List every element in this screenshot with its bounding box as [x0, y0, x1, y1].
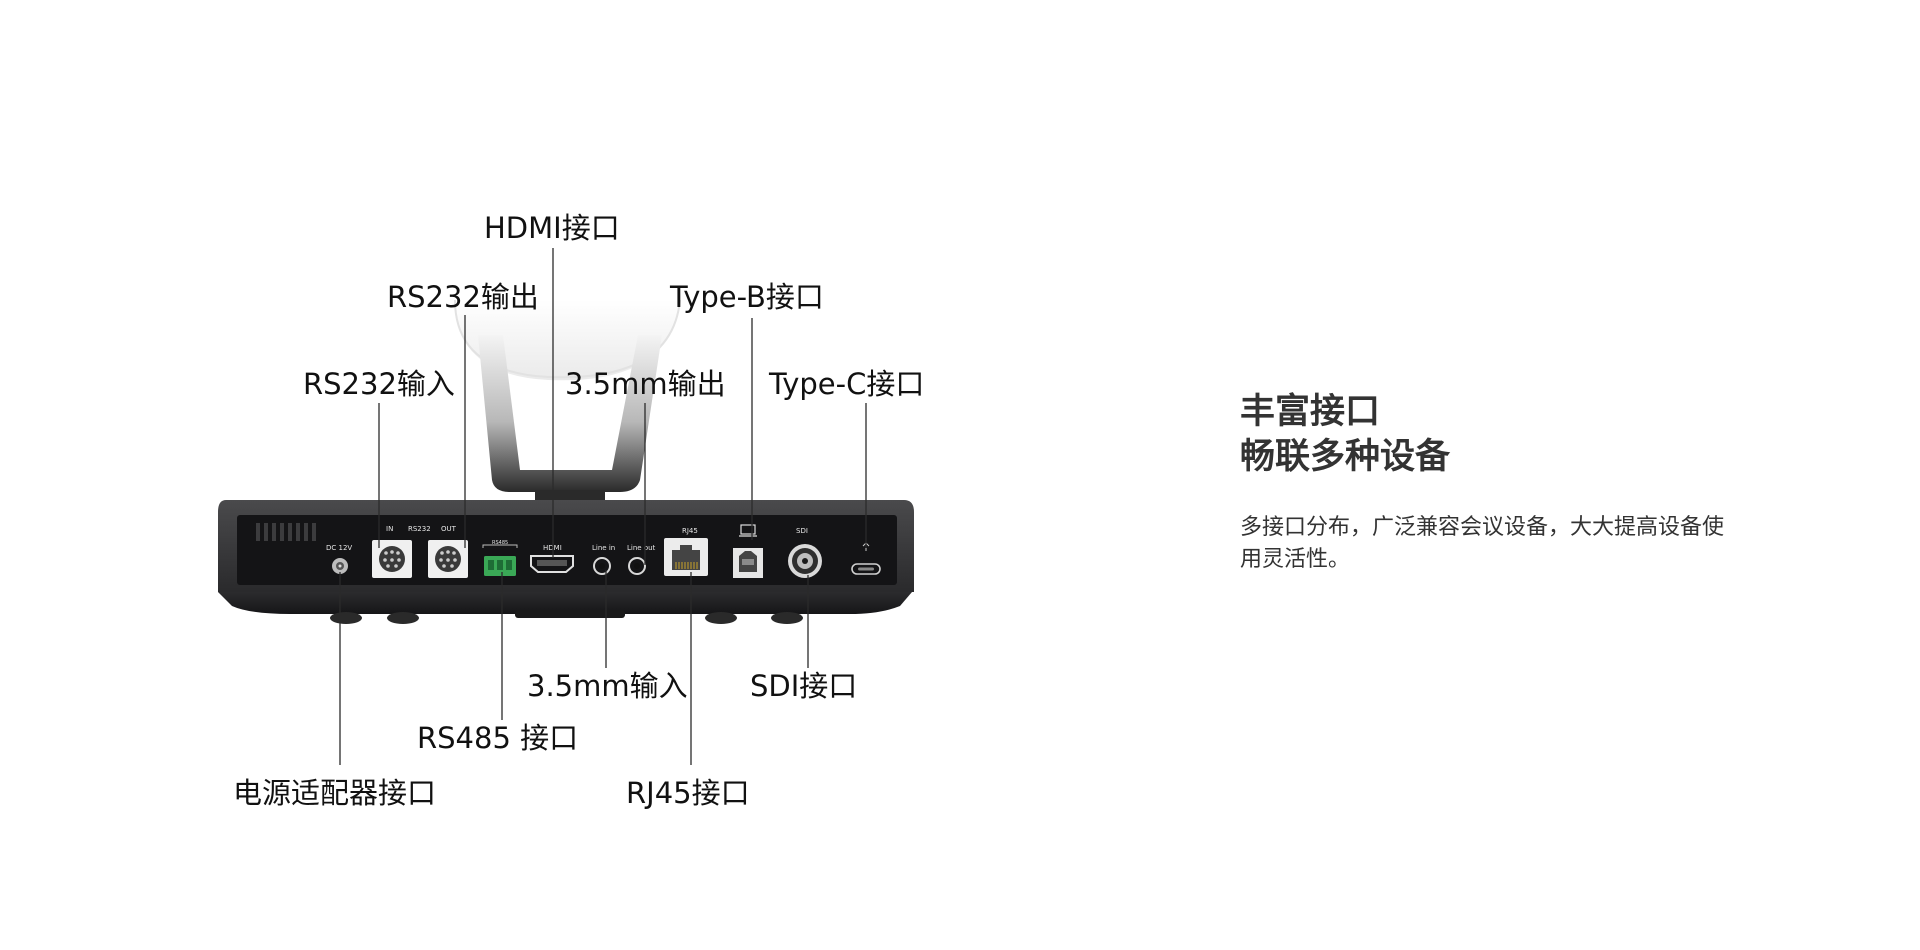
type-c-callout: Type-C接口	[769, 367, 925, 401]
dc-port-label: DC 12V	[326, 544, 352, 552]
dc-power-port	[332, 558, 348, 574]
feature-headline: 丰富接口 畅联多种设备	[1240, 390, 1450, 480]
sdi-port	[788, 544, 822, 578]
headline-line-2: 畅联多种设备	[1240, 437, 1451, 477]
audio-line-out-port	[628, 557, 646, 575]
sdi-label: SDI	[796, 527, 808, 535]
rs232-in-callout: RS232输入	[303, 367, 455, 401]
rs485-callout: RS485 接口	[417, 721, 579, 755]
rs485-label: RS485	[492, 540, 508, 546]
audio-in-callout: 3.5mm输入	[527, 669, 688, 703]
vent-slots	[256, 523, 316, 541]
rs232-in-label: IN	[386, 525, 393, 533]
rs232-in-port	[372, 540, 412, 578]
rs485-terminal	[482, 544, 518, 576]
type-b-callout: Type-B接口	[670, 280, 824, 314]
rs232-label: RS232	[408, 525, 431, 533]
rs232-out-label: OUT	[441, 525, 457, 533]
camera-yoke-arm	[478, 335, 662, 500]
audio-out-callout: 3.5mm输出	[565, 367, 726, 401]
line-in-label: Line in	[592, 544, 615, 552]
rj45-label: RJ45	[682, 527, 698, 535]
sdi-callout: SDI接口	[750, 669, 858, 703]
audio-line-in-port	[593, 557, 611, 575]
hdmi-port	[530, 555, 574, 573]
feature-description: 多接口分布，广泛兼容会议设备，大大提高设备使用灵活性。	[1240, 515, 1725, 572]
type-b-port	[733, 524, 763, 578]
rs232-out-callout: RS232输出	[387, 280, 539, 314]
hdmi-callout: HDMI接口	[484, 211, 620, 245]
power-callout: 电源适配器接口	[233, 776, 437, 810]
device-feet	[330, 612, 803, 624]
rj45-port	[664, 538, 708, 576]
rj45-callout: RJ45接口	[626, 776, 750, 810]
rs232-out-port	[428, 540, 468, 578]
headline-line-1: 丰富接口	[1240, 392, 1381, 432]
line-out-label: Line out	[627, 544, 656, 552]
leader-lines	[339, 248, 867, 765]
